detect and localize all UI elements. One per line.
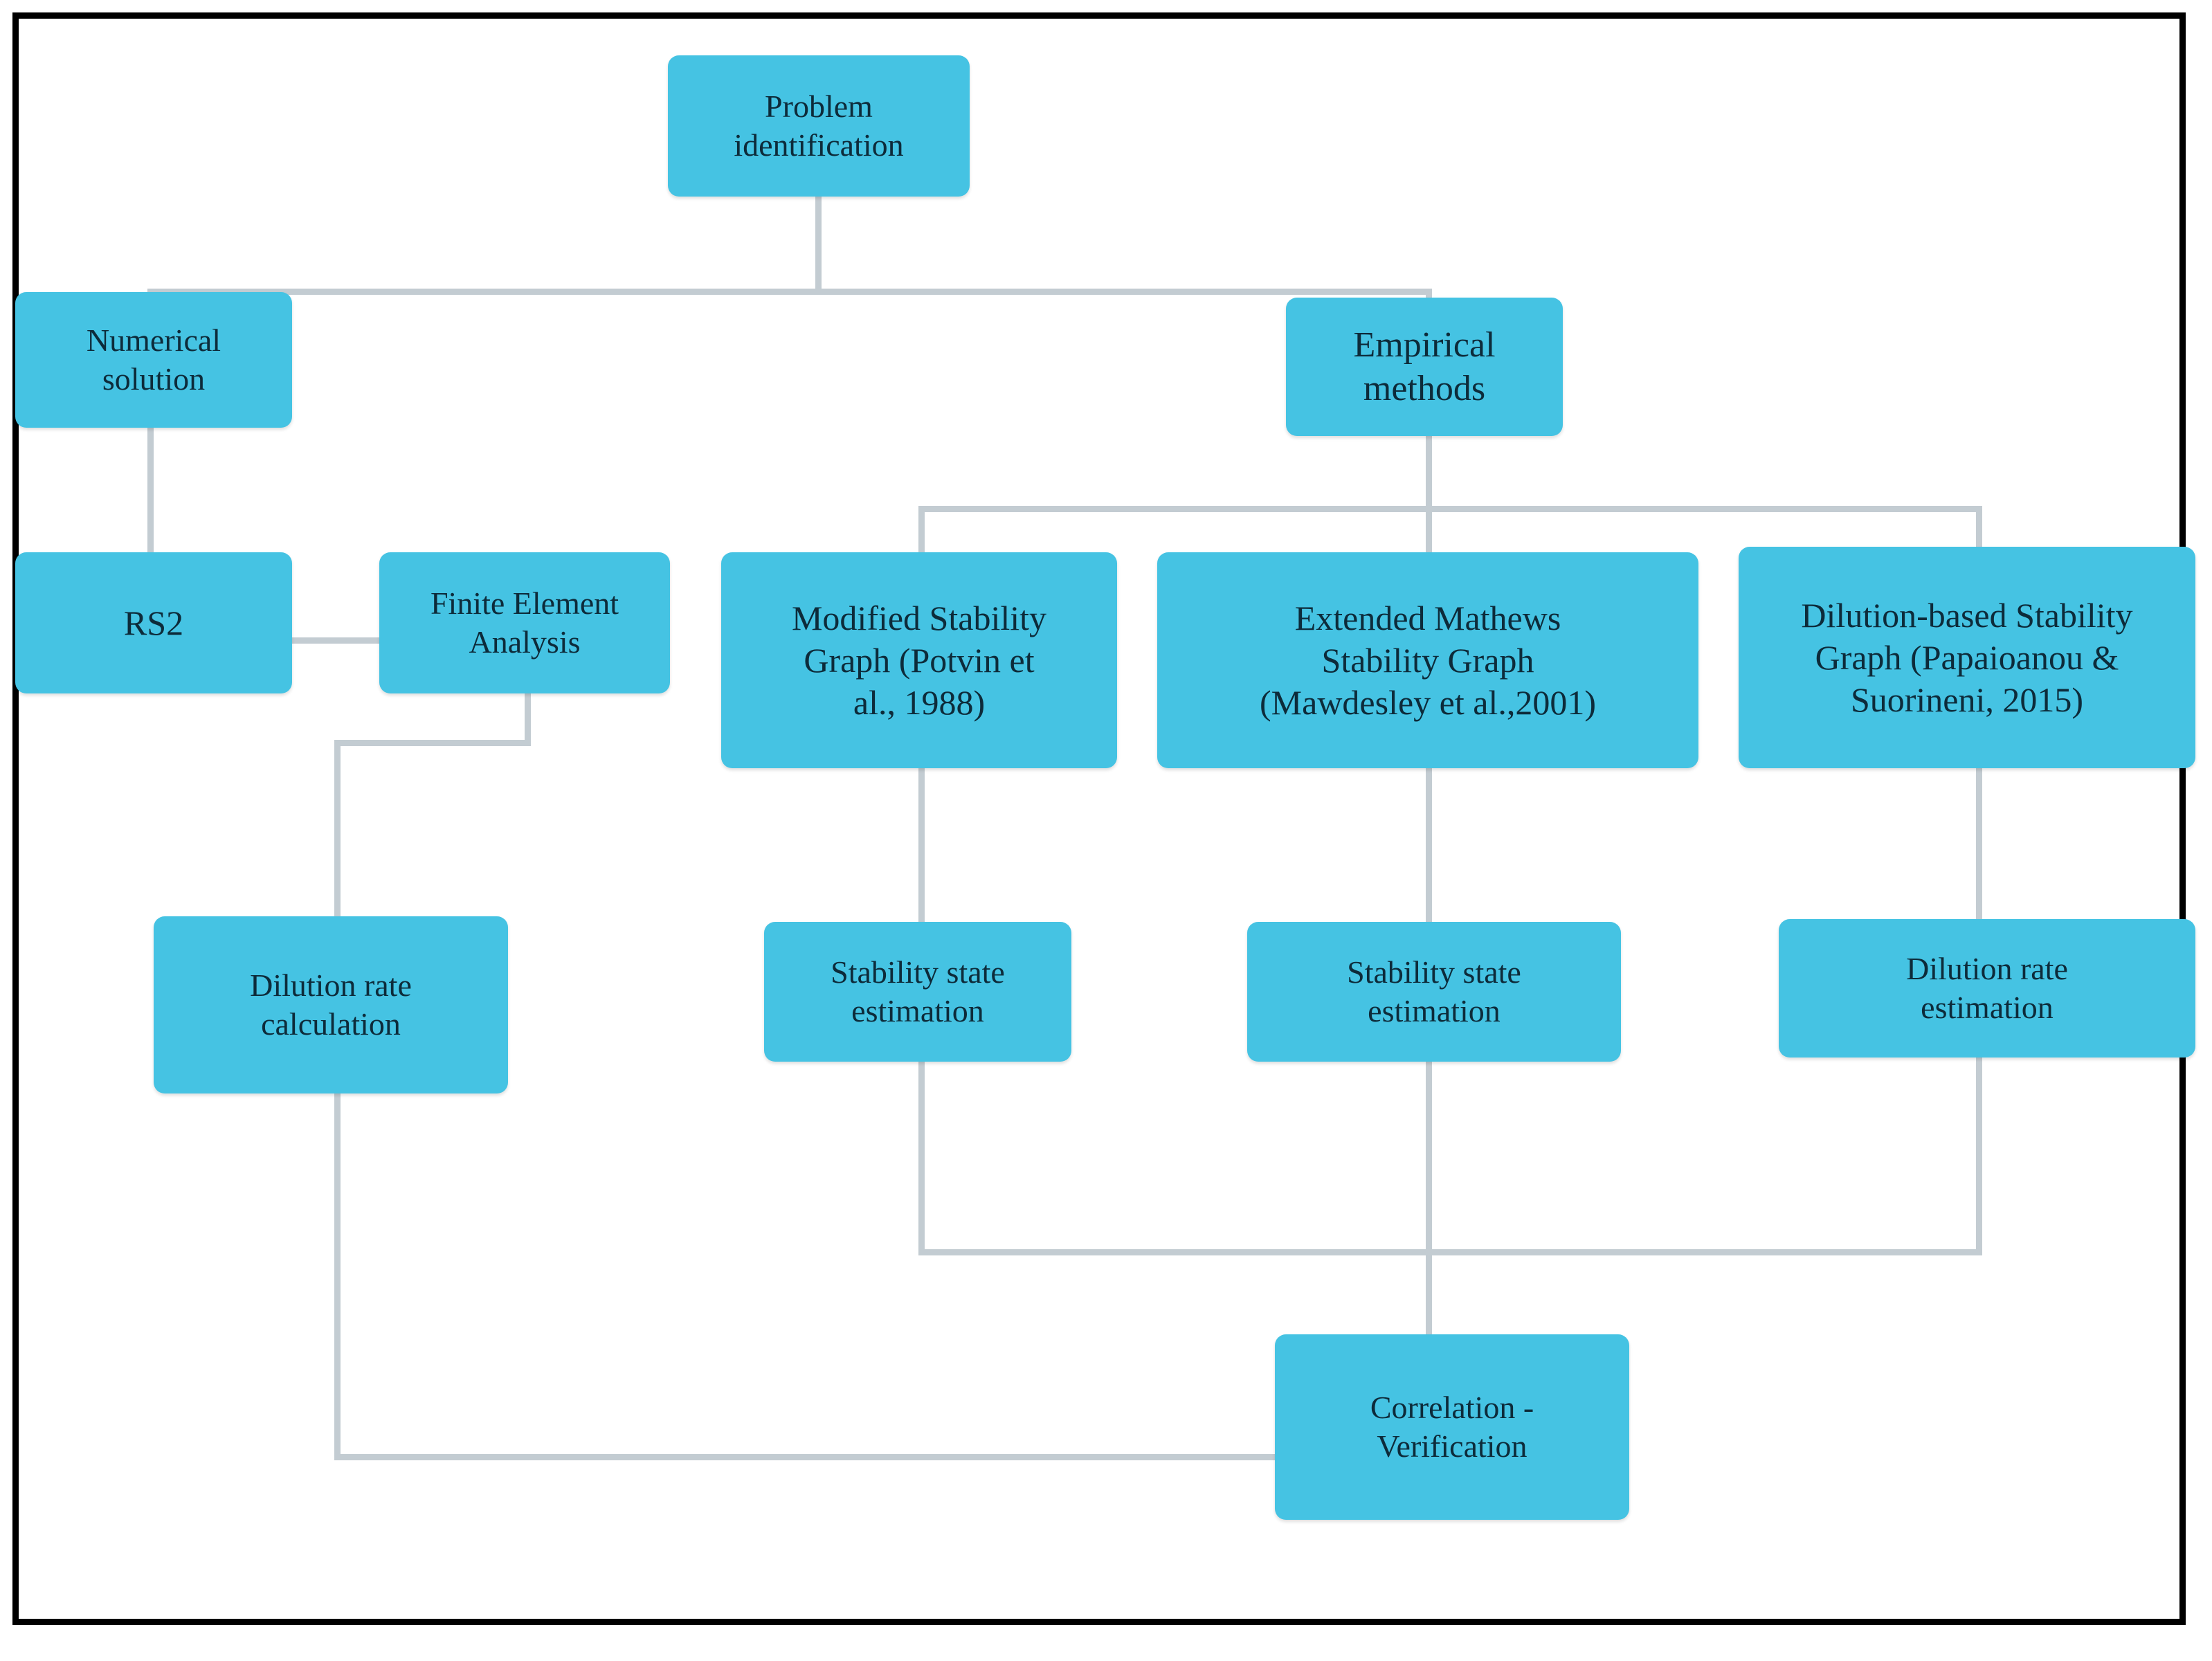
node-label: Numerical solution: [86, 322, 221, 397]
edge-empirical-down: [1426, 436, 1432, 512]
node-label: Dilution-based Stability Graph (Papaioan…: [1801, 595, 2133, 719]
edge-problem-down: [815, 194, 822, 294]
node-empirical-methods[interactable]: Empirical methods: [1286, 298, 1563, 436]
node-dilution-rate-estimation[interactable]: Dilution rate estimation: [1779, 919, 2195, 1058]
edge-fea-left: [334, 740, 531, 746]
node-extended-mathews-graph[interactable]: Extended Mathews Stability Graph (Mawdes…: [1157, 552, 1698, 768]
node-rs2[interactable]: RS2: [15, 552, 292, 693]
edge-fea-to-dilution-calc: [334, 740, 341, 916]
edge-stability2-down: [1426, 1062, 1432, 1334]
edge-dilution-calc-to-correlation: [334, 1454, 1279, 1460]
edge-bottom-merge-bar: [918, 1249, 1982, 1255]
edge-stability1-down: [918, 1062, 925, 1255]
edge-extended-to-stability2: [1426, 768, 1432, 922]
node-label: Problem identification: [734, 88, 904, 163]
edge-dilution-calc-down: [334, 1093, 341, 1460]
node-label: Dilution rate calculation: [250, 967, 412, 1042]
edge-dilution-graph-to-estimation: [1976, 768, 1982, 919]
node-label: Finite Element Analysis: [430, 585, 619, 660]
edge-top-split-bar: [147, 289, 1432, 295]
node-label: Empirical methods: [1353, 325, 1496, 408]
node-label: Stability state estimation: [831, 954, 1005, 1028]
edge-to-dilution-graph: [1976, 506, 1982, 554]
edge-empirical-split-bar: [918, 506, 1982, 512]
node-stability-state-estimation-2[interactable]: Stability state estimation: [1247, 922, 1621, 1062]
diagram-frame-border: [12, 12, 2186, 1625]
edge-to-modified-graph: [918, 506, 925, 554]
node-dilution-based-graph[interactable]: Dilution-based Stability Graph (Papaioan…: [1739, 547, 2195, 768]
node-stability-state-estimation-1[interactable]: Stability state estimation: [764, 922, 1071, 1062]
node-modified-stability-graph[interactable]: Modified Stability Graph (Potvin et al.,…: [721, 552, 1117, 768]
node-label: Stability state estimation: [1347, 954, 1521, 1028]
edge-dilution-estimation-down: [1976, 1058, 1982, 1255]
edge-modified-to-stability1: [918, 768, 925, 922]
node-dilution-rate-calculation[interactable]: Dilution rate calculation: [154, 916, 508, 1093]
edge-fea-down: [525, 692, 531, 745]
node-finite-element-analysis[interactable]: Finite Element Analysis: [379, 552, 670, 693]
node-correlation-verification[interactable]: Correlation - Verification: [1275, 1334, 1629, 1520]
edge-to-empirical: [1426, 289, 1432, 298]
node-label: RS2: [123, 603, 184, 642]
node-label: Correlation - Verification: [1370, 1389, 1534, 1464]
node-label: Dilution rate estimation: [1906, 950, 2068, 1025]
edge-numerical-to-rs2: [147, 428, 154, 552]
edge-to-extended-graph: [1426, 506, 1432, 554]
node-numerical-solution[interactable]: Numerical solution: [15, 292, 292, 428]
edge-rs2-to-fea: [291, 637, 381, 644]
node-label: Extended Mathews Stability Graph (Mawdes…: [1260, 598, 1596, 722]
node-label: Modified Stability Graph (Potvin et al.,…: [791, 598, 1047, 722]
node-problem-identification[interactable]: Problem identification: [668, 55, 970, 197]
